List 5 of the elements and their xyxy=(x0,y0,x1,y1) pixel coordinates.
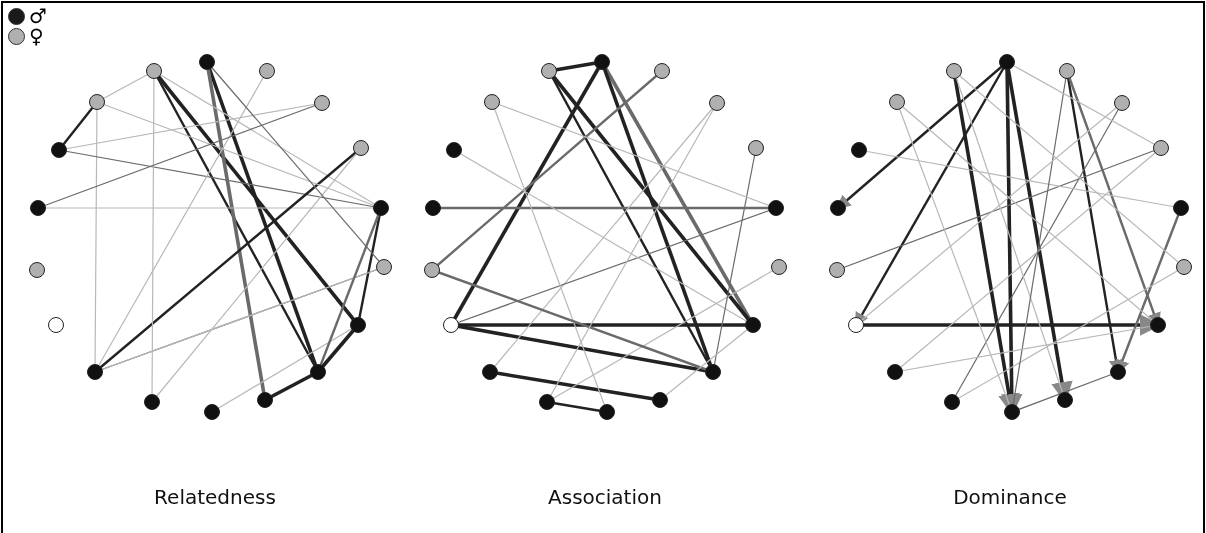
panel-caption: Dominance xyxy=(953,485,1067,509)
legend-label: ♀ xyxy=(29,26,44,46)
panel-caption: Association xyxy=(548,485,662,509)
panel-caption: Relatedness xyxy=(154,485,276,509)
legend-label: ♂ xyxy=(29,6,47,26)
